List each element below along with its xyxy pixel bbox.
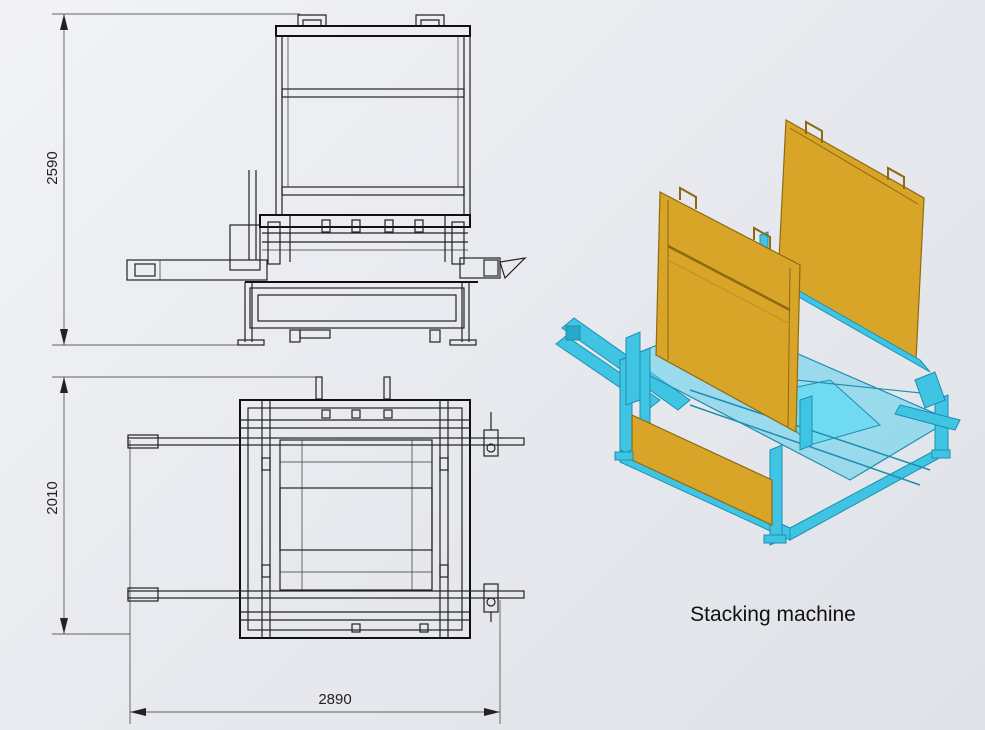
front-plate [655,191,801,434]
height-dimension: 2590 [44,13,300,346]
width-dimension-label: 2890 [318,691,351,708]
depth-dimension: 2010 [44,376,320,635]
depth-dimension-label: 2010 [44,481,61,514]
isometric-render [555,118,961,546]
caption: Stacking machine [690,603,856,626]
base-side-panel [631,414,773,526]
height-dimension-label: 2590 [44,151,61,184]
top-view: 2010 2890 [44,376,525,724]
front-view: 2590 [44,13,527,346]
width-dimension: 2890 [129,440,501,724]
